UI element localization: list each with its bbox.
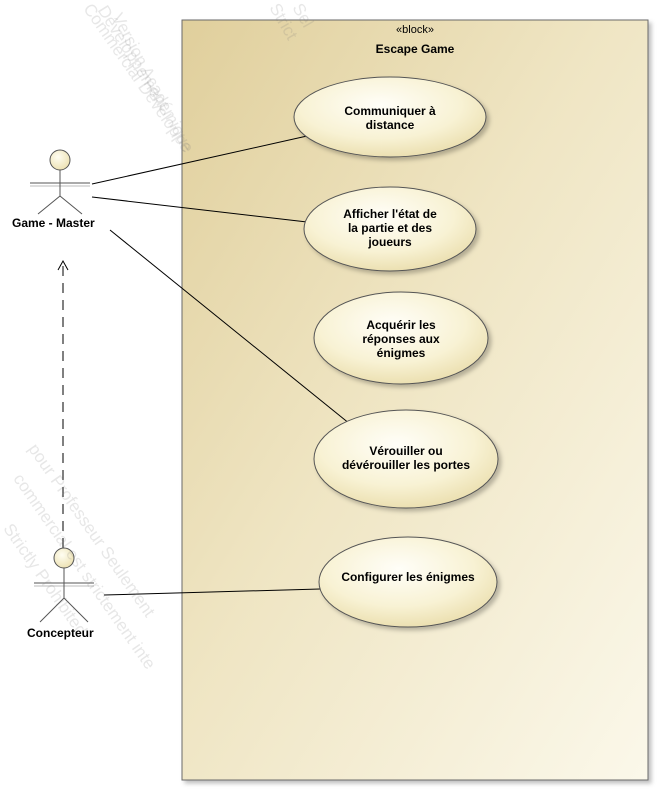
association-master-uc2: [91, 196, 308, 223]
usecase-configurer-label: Configurer les énigmes: [341, 570, 475, 584]
block-stereotype: «block»: [396, 24, 434, 36]
actor-game-master-label: Game - Master: [12, 216, 95, 230]
actor-game-master-icon[interactable]: [30, 149, 90, 215]
actor-concepteur-icon[interactable]: [34, 547, 94, 623]
actor-concepteur-label: Concepteur: [27, 626, 94, 640]
usecase-acquerir-label: Acquérir les réponses aux énigmes: [362, 318, 440, 360]
association-master-uc4: [109, 229, 351, 425]
usecase-afficher-ellipse[interactable]: [303, 186, 477, 272]
generalization-concepteur-to-master: [57, 259, 69, 548]
usecase-communiquer-ellipse[interactable]: [293, 76, 487, 158]
usecase-configurer-ellipse[interactable]: [318, 536, 498, 628]
usecase-verouiller-label: Vérouiller ou dévérouiller les portes: [341, 444, 471, 472]
usecase-verouiller-ellipse[interactable]: [313, 409, 499, 509]
block-title: Escape Game: [375, 42, 455, 56]
association-master-uc1: [91, 135, 308, 185]
associations: [91, 135, 351, 596]
usecase-afficher-label: Afficher l'état de la partie et des joue…: [343, 207, 437, 249]
usecase-acquerir-ellipse[interactable]: [313, 291, 489, 385]
usecase-communiquer-label: Communiquer à distance: [344, 104, 436, 132]
association-concepteur-uc5: [103, 588, 321, 596]
